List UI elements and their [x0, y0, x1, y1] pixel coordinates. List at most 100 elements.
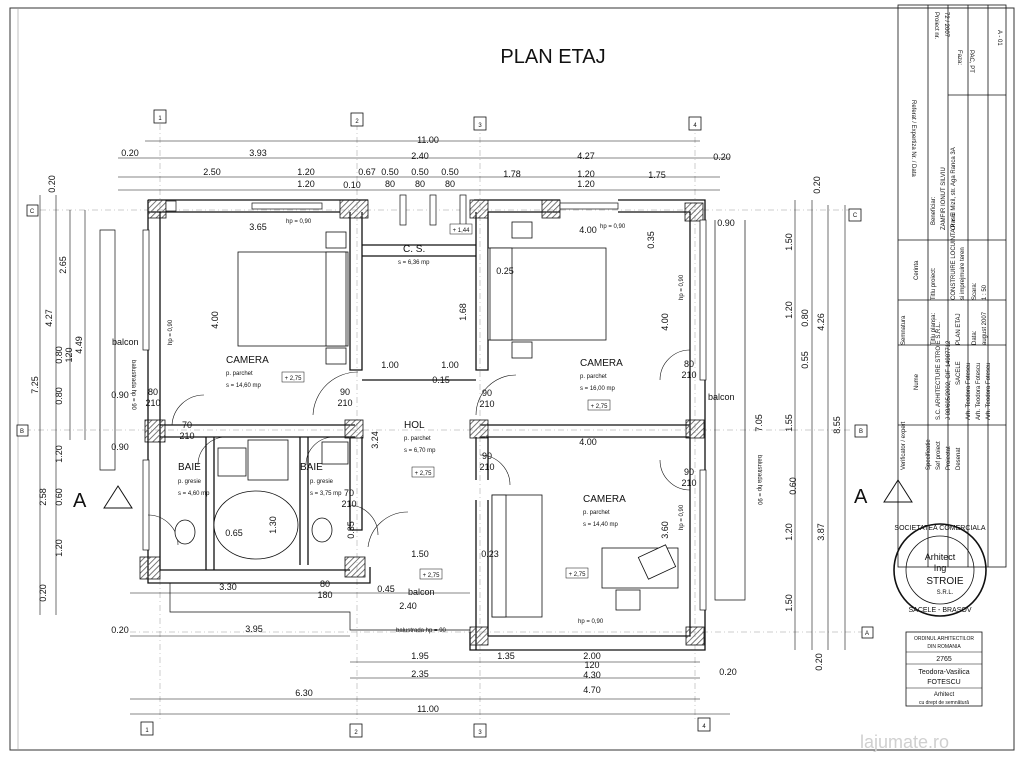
svg-text:p. parchet: p. parchet: [580, 374, 607, 380]
svg-text:p. parchet: p. parchet: [583, 510, 610, 516]
svg-text:hp = 0,90: hp = 0,90: [286, 219, 312, 225]
room-name-bath-2: BAIE: [300, 462, 323, 473]
svg-text:1.20: 1.20: [54, 445, 64, 463]
dim-right: 0.20 1.50 1.20 0.80 4.26 0.55 1.55 8.55 …: [754, 176, 842, 671]
windows: [142, 194, 707, 611]
svg-text:0.55: 0.55: [800, 351, 810, 369]
interior-dimensions: 3.65 4.00 4.00 4.00 4.00 0.90 0.90 0.35 …: [111, 218, 735, 559]
svg-text:s = 6,70 mp: s = 6,70 mp: [404, 448, 436, 454]
svg-text:Desenat: Desenat: [956, 447, 962, 470]
balcony-rail-left: balustrada hp = 90: [130, 360, 136, 411]
svg-text:0.35: 0.35: [646, 231, 656, 249]
svg-text:Ing: Ing: [934, 563, 947, 573]
architect-stamp: ORDINUL ARHITECTILOR DIN ROMANIA 2765 Te…: [905, 631, 983, 707]
svg-text:0.50: 0.50: [381, 167, 399, 177]
svg-text:0.20: 0.20: [719, 667, 737, 677]
svg-text:s = 4,60 mp: s = 4,60 mp: [178, 491, 210, 497]
svg-text:8.55: 8.55: [832, 416, 842, 434]
svg-text:Arhitect: Arhitect: [934, 692, 955, 698]
section-mark-left: A: [73, 490, 87, 512]
svg-text:0.80: 0.80: [54, 346, 64, 364]
section-mark-right: A: [854, 486, 868, 508]
svg-text:+ 2,75: + 2,75: [415, 471, 433, 477]
svg-text:0.15: 0.15: [432, 375, 450, 385]
dim-bottom: 3.30 0.45 2.40 0.20 3.95 1.95 1.35 2.00 …: [111, 582, 737, 714]
svg-text:1.20: 1.20: [784, 301, 794, 319]
svg-text:PLAN ETAJ: PLAN ETAJ: [956, 313, 962, 345]
svg-text:4.49: 4.49: [74, 336, 84, 354]
balcony-rail-right: balustrada hp = 90: [756, 455, 762, 506]
svg-text:11.00: 11.00: [417, 704, 439, 714]
svg-text:+ 2,75: + 2,75: [285, 376, 303, 382]
svg-text:C: C: [853, 213, 858, 219]
svg-text:0.20: 0.20: [38, 584, 48, 602]
grid-label-2: 2: [355, 119, 359, 125]
svg-text:s = 14,60 mp: s = 14,60 mp: [226, 383, 262, 389]
svg-text:0.20: 0.20: [47, 175, 57, 193]
svg-text:1.20: 1.20: [297, 167, 315, 177]
svg-text:august 2007: august 2007: [982, 311, 988, 345]
svg-text:p. gresie: p. gresie: [178, 479, 202, 485]
svg-text:p. parchet: p. parchet: [404, 436, 431, 442]
svg-text:80: 80: [415, 179, 425, 189]
room-labels: CAMERA p. parchet s = 14,60 mp + 2,75 CA…: [178, 244, 626, 579]
svg-text:1.00: 1.00: [381, 360, 399, 370]
svg-text:7.25: 7.25: [30, 376, 40, 394]
svg-text:hp = 0,90: hp = 0,90: [578, 619, 604, 625]
svg-text:1.30: 1.30: [268, 516, 278, 534]
stair-level: + 1,44: [453, 228, 471, 234]
svg-text:2.65: 2.65: [58, 256, 68, 274]
svg-text:s = 14,40 mp: s = 14,40 mp: [583, 522, 619, 528]
svg-text:80: 80: [385, 179, 395, 189]
svg-text:SOCIETATEA COMERCIALA: SOCIETATEA COMERCIALA: [894, 525, 985, 532]
svg-text:PAC, PT: PAC, PT: [968, 50, 974, 73]
svg-text:Faza:: Faza:: [956, 50, 962, 65]
svg-text:0.10: 0.10: [343, 180, 361, 190]
svg-text:1.20: 1.20: [54, 539, 64, 557]
svg-text:1.55: 1.55: [784, 414, 794, 432]
svg-text:hp = 0,90: hp = 0,90: [600, 224, 626, 230]
company-seal: SOCIETATEA COMERCIALA Arhitect Ing STROI…: [893, 523, 987, 617]
room-name-bath-1: BAIE: [178, 462, 201, 473]
svg-text:+ 2,75: + 2,75: [569, 572, 587, 578]
right-dimension-lines: [794, 200, 846, 650]
grid-label-1: 1: [158, 116, 162, 122]
svg-text:s = 6,36 mp: s = 6,36 mp: [398, 260, 430, 266]
svg-text:4.27: 4.27: [44, 309, 54, 327]
svg-text:2.35: 2.35: [411, 669, 429, 679]
svg-text:0.50: 0.50: [411, 167, 429, 177]
svg-text:2.50: 2.50: [203, 167, 221, 177]
svg-text:1.00: 1.00: [441, 360, 459, 370]
svg-text:4.27: 4.27: [577, 151, 595, 161]
svg-text:0.65: 0.65: [225, 528, 243, 538]
svg-text:0.45: 0.45: [377, 584, 395, 594]
title-block: [897, 4, 1007, 568]
svg-text:1.20: 1.20: [577, 169, 595, 179]
svg-text:Arh. Teodora Fotescu: Arh. Teodora Fotescu: [986, 363, 992, 420]
grid-bubbles-top: [153, 109, 702, 131]
svg-text:0.20: 0.20: [111, 625, 129, 635]
svg-text:0.90: 0.90: [717, 218, 735, 228]
svg-text:Proiect nr.: Proiect nr.: [933, 12, 939, 39]
beds: [237, 221, 607, 365]
svg-text:FOTESCU: FOTESCU: [927, 679, 960, 686]
svg-text:6.30: 6.30: [295, 688, 313, 698]
svg-text:4.00: 4.00: [579, 437, 597, 447]
svg-text:0.80: 0.80: [800, 309, 810, 327]
svg-text:DIN ROMANIA: DIN ROMANIA: [927, 644, 961, 650]
balcony-rail-bottom: balustrada hp = 90: [396, 628, 447, 634]
svg-text:STROIE: STROIE: [926, 576, 964, 587]
svg-text:3.24: 3.24: [370, 431, 380, 449]
svg-text:hp = 0,90: hp = 0,90: [168, 319, 174, 345]
svg-text:+ 2,75: + 2,75: [591, 404, 609, 410]
svg-text:1.20: 1.20: [577, 179, 595, 189]
balcony-label-right: balcon: [708, 392, 735, 402]
svg-text:3.95: 3.95: [245, 624, 263, 634]
svg-text:3: 3: [478, 730, 482, 736]
